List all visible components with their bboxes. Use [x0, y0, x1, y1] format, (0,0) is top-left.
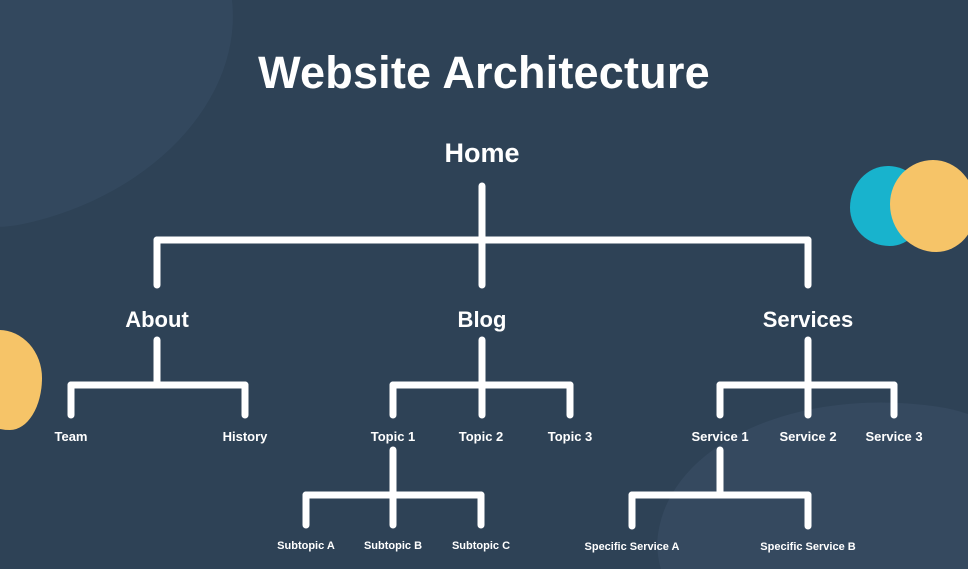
node-service-3[interactable]: Service 3 — [865, 429, 923, 444]
node-service-1[interactable]: Service 1 — [691, 429, 749, 444]
node-blog[interactable]: Blog — [457, 307, 507, 332]
node-subtopic-b[interactable]: Subtopic B — [363, 540, 423, 552]
node-about[interactable]: About — [125, 307, 189, 332]
node-history[interactable]: History — [222, 429, 268, 444]
node-service-2[interactable]: Service 2 — [779, 429, 837, 444]
node-subtopic-c[interactable]: Subtopic C — [451, 540, 511, 552]
node-topic-2[interactable]: Topic 2 — [458, 429, 504, 444]
node-specific-service-b[interactable]: Specific Service B — [760, 541, 856, 553]
node-services[interactable]: Services — [762, 307, 854, 332]
node-topic-3[interactable]: Topic 3 — [547, 429, 593, 444]
node-subtopic-a[interactable]: Subtopic A — [277, 540, 335, 552]
node-team[interactable]: Team — [54, 429, 88, 444]
page-title: Website Architecture — [258, 47, 710, 98]
node-topic-1[interactable]: Topic 1 — [370, 429, 416, 444]
node-home[interactable]: Home — [444, 138, 520, 168]
node-specific-service-a[interactable]: Specific Service A — [584, 541, 680, 553]
